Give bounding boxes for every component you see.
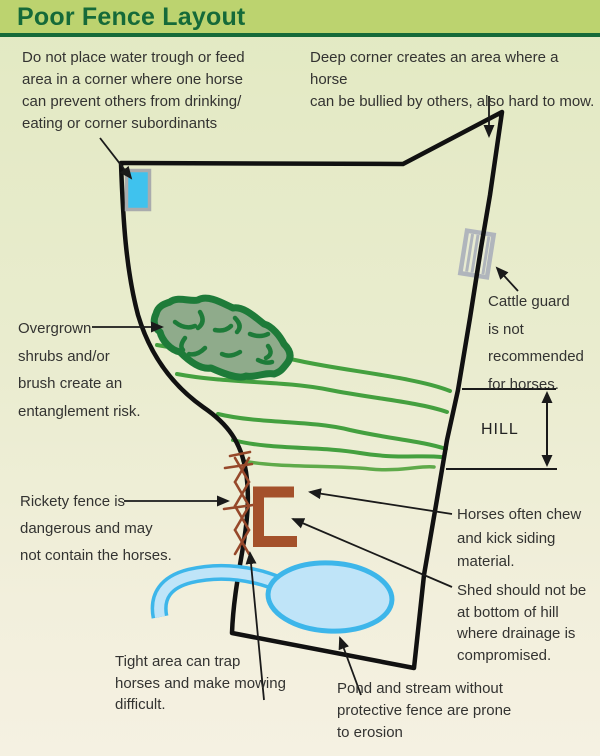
header-rule (0, 33, 600, 37)
cattle-guard (457, 228, 497, 280)
shed (253, 486, 297, 547)
note-rickety: Rickety fence is dangerous and may not c… (20, 493, 172, 564)
note-tight-area: Tight area can trap horses and make mowi… (115, 653, 286, 713)
shrub-texture (172, 309, 275, 365)
annotation-arrows (92, 96, 519, 701)
cattle-guard-arrow (495, 266, 519, 292)
note-chew: Horses often chew and kick siding materi… (457, 506, 582, 570)
hill-label: HILL (481, 421, 519, 438)
rickety-fence (222, 450, 255, 556)
note-pond: Pond and stream without protective fence… (337, 680, 512, 741)
note-shed: Shed should not be at bottom of hill whe… (457, 582, 587, 664)
fence-outline (118, 109, 505, 671)
header-bar: Poor Fence Layout (0, 0, 600, 33)
trough-arrow (99, 137, 133, 180)
page-title: Poor Fence Layout (17, 3, 246, 31)
pond-arrow (338, 636, 362, 696)
shed-arrow (291, 518, 453, 588)
note-overgrown: Overgrown shrubs and/or brush create an … (18, 320, 141, 420)
hill-span-indicator (446, 388, 557, 470)
note-water-trough: Do not place water trough or feed area i… (22, 49, 245, 132)
shrub (150, 294, 294, 381)
chew-arrow (308, 488, 453, 515)
note-cattle-guard: Cattle guard is not recommended for hors… (488, 293, 584, 393)
note-deep-corner: Deep corner creates an area where a hors… (310, 49, 595, 110)
tight-area-arrow (245, 551, 265, 701)
water-trough (124, 168, 152, 212)
pond (265, 560, 395, 634)
hill-span-arrowheads (541, 391, 553, 467)
